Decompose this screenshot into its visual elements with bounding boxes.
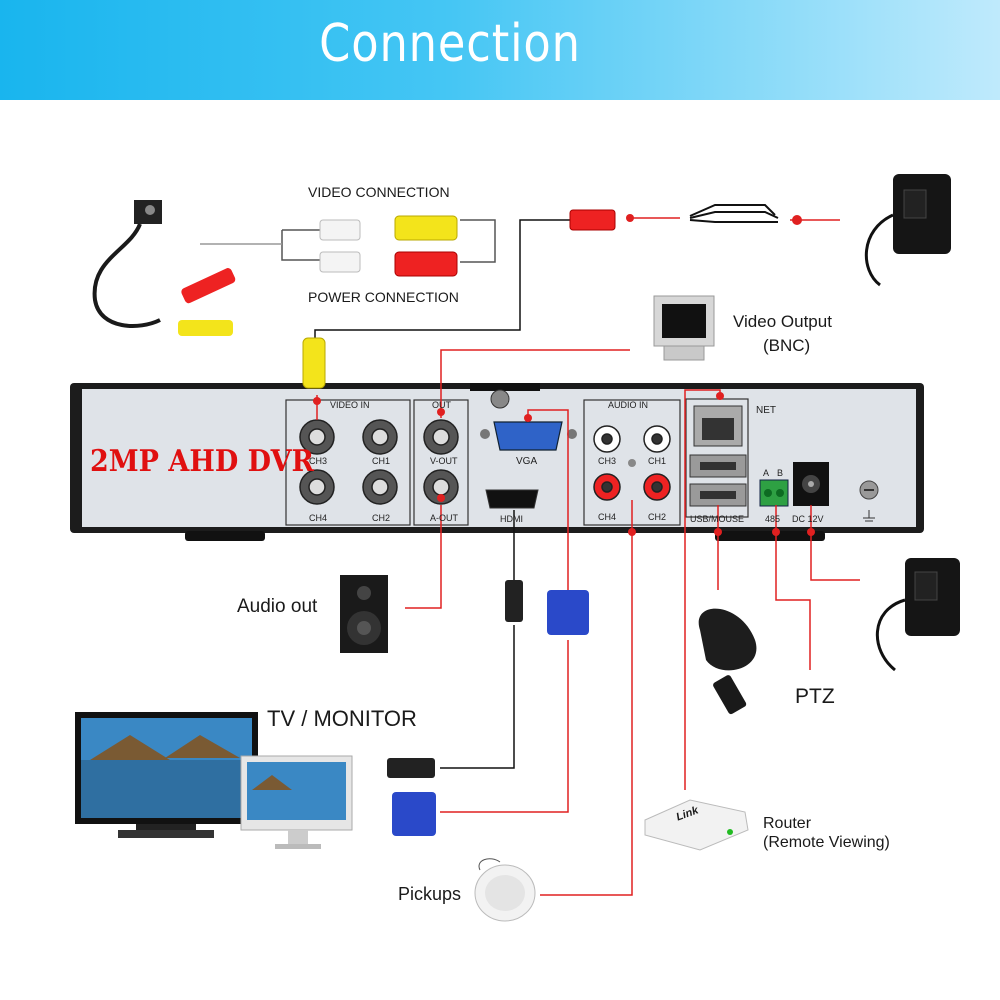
power-adapter-icon <box>864 174 951 287</box>
hdmi-port <box>485 489 539 509</box>
video-output-label: Video Output <box>733 312 832 331</box>
port-hdmi-label: HDMI <box>500 514 523 524</box>
header-banner: Connection <box>0 0 1000 100</box>
power-adapter-icon-2 <box>875 558 960 672</box>
router-sub-label: (Remote Viewing) <box>763 834 890 851</box>
video-in-panel-label: VIDEO IN <box>330 400 370 410</box>
power-connection-label: POWER CONNECTION <box>308 289 459 305</box>
ground-screw <box>859 480 879 522</box>
dc-power-port <box>793 462 829 506</box>
port-ch2-label: CH2 <box>372 513 391 523</box>
audio-in-panel-label: AUDIO IN <box>608 400 649 410</box>
pinhole-camera-icon <box>92 200 236 336</box>
rs485-terminal <box>759 479 789 507</box>
terminal-b-label: B <box>777 468 784 478</box>
net-usb-ports <box>685 398 749 518</box>
audio-ch4-label: CH4 <box>598 512 617 522</box>
port-ch3-label: CH3 <box>309 456 328 466</box>
rca-plugs <box>302 209 616 389</box>
video-output-sub-label: (BNC) <box>763 336 811 355</box>
usb-dongle-icon <box>713 675 747 715</box>
video-connection-label: VIDEO CONNECTION <box>308 184 450 200</box>
tv-icon <box>75 712 258 838</box>
crt-monitor-icon <box>653 295 715 361</box>
mouse-icon <box>698 608 757 671</box>
dvr-model-label: 2MP AHD DVR <box>90 444 314 479</box>
router-label: Router <box>763 815 812 832</box>
port-ch1-label: CH1 <box>372 456 391 466</box>
vga-port <box>480 389 577 451</box>
port-vga-label: VGA <box>516 456 538 467</box>
wire-dots <box>313 214 815 536</box>
port-ch4-label: CH4 <box>309 513 328 523</box>
port-net-label: NET <box>756 405 776 416</box>
pickup-microphone-icon <box>474 858 536 922</box>
audio-ch3-label: CH3 <box>598 456 617 466</box>
power-splitter-icon <box>689 204 779 223</box>
audio-in-ports <box>583 399 681 526</box>
port-v-out-label: V-OUT <box>430 456 458 466</box>
port-a-out-label: A-OUT <box>430 513 458 523</box>
terminal-a-label: A <box>763 468 770 478</box>
audio-ch1-label: CH1 <box>648 456 667 466</box>
vga-cable-icon <box>392 590 589 836</box>
pickups-label: Pickups <box>398 884 462 904</box>
audio-out-label: Audio out <box>237 596 318 617</box>
port-485-label: 485 <box>765 514 781 524</box>
page-title: Connection <box>319 14 581 74</box>
speaker-icon <box>340 575 388 653</box>
tv-monitor-label: TV / MONITOR <box>267 706 417 731</box>
out-panel-label: OUT <box>432 400 451 410</box>
video-in-ports <box>285 399 411 526</box>
imac-icon <box>240 755 353 849</box>
audio-ch2-label: CH2 <box>648 512 667 522</box>
port-usb-mouse-label: USB/MOUSE <box>690 514 745 524</box>
connection-wires <box>200 217 860 896</box>
hdmi-cable-icon <box>387 580 523 778</box>
router-icon <box>644 799 749 851</box>
port-dc12v-label: DC 12V <box>792 514 824 524</box>
ptz-label: PTZ <box>795 685 835 708</box>
